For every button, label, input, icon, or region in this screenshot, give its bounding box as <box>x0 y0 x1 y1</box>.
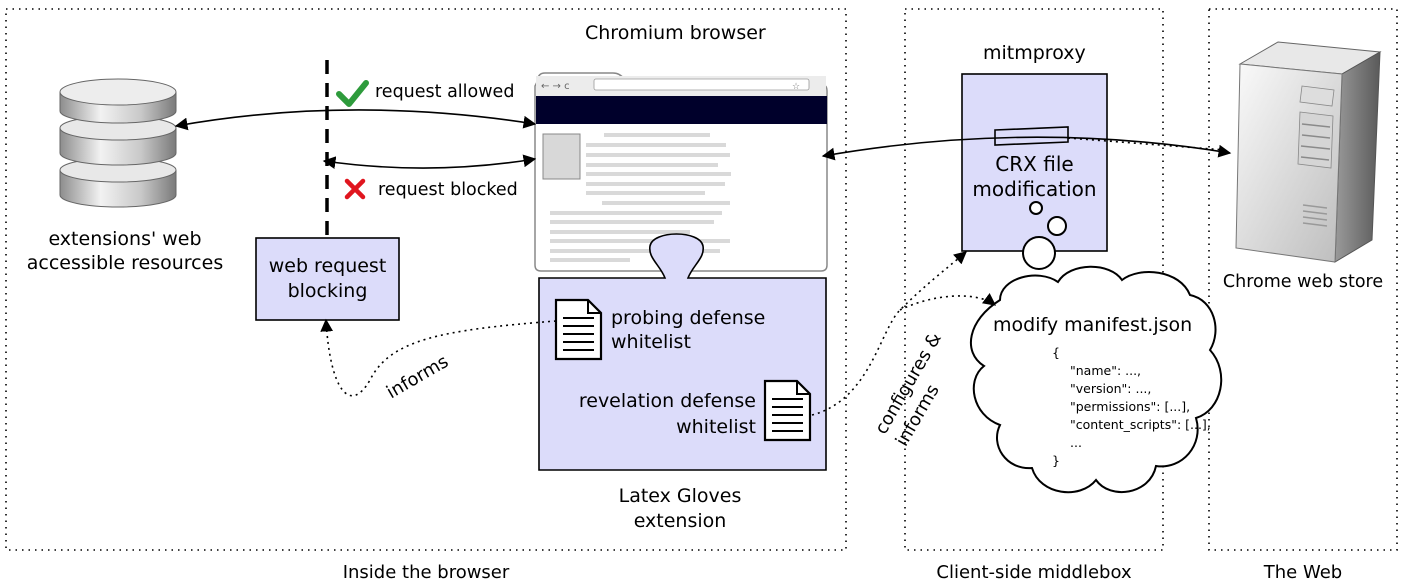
manifest-json-content: { "name": ..., "version": ..., "permissi… <box>1052 344 1211 470</box>
server-tower-icon <box>1235 41 1382 263</box>
blocking-line-2: blocking <box>287 280 368 302</box>
dotted-crx-link <box>1067 137 1226 151</box>
latex-gloves-line-2: extension <box>633 510 727 532</box>
web-accessible-resources-label: extensions' web accessible resources <box>20 227 230 275</box>
json-line: "name": ..., <box>1070 363 1142 378</box>
region-web-label: The Web <box>1263 562 1343 583</box>
arrow-request-allowed <box>174 109 537 131</box>
crx-modification-label: CRX file modification <box>964 152 1105 202</box>
chrome-web-store-label: Chrome web store <box>1222 272 1384 292</box>
web-request-blocking-box <box>255 237 400 321</box>
revelation-line-2: whitelist <box>676 416 756 438</box>
web-request-blocking-label: web request blocking <box>256 254 399 304</box>
database-icon <box>59 78 177 208</box>
region-middlebox <box>904 8 1164 551</box>
json-line: "permissions": [...], <box>1070 399 1191 414</box>
json-line: "content_scripts": [...], <box>1070 417 1211 432</box>
resources-line-2: accessible resources <box>26 252 224 274</box>
region-middlebox-label: Client-side middlebox <box>936 562 1132 583</box>
manifest-thought-cloud <box>969 265 1223 494</box>
mitmproxy-label: mitmproxy <box>983 42 1086 64</box>
document-icon <box>763 379 812 442</box>
json-line: ... <box>1070 435 1082 450</box>
modify-manifest-title: modify manifest.json <box>993 314 1193 336</box>
probing-line-2: whitelist <box>611 331 691 353</box>
revelation-whitelist-label: revelation defense whitelist <box>540 388 756 440</box>
thought-bubble-large <box>1022 236 1056 270</box>
document-icon <box>554 298 603 361</box>
latex-gloves-label: Latex Gloves extension <box>580 484 780 534</box>
blocking-line-1: web request <box>268 255 387 277</box>
json-line: "version": ..., <box>1070 381 1152 396</box>
checkmark-icon <box>336 80 369 107</box>
arrow-informs <box>320 318 557 397</box>
crx-modification-line-1: CRX file <box>995 152 1074 176</box>
svg-text:← → c: ← → c <box>541 81 570 92</box>
arrow-store-to-browser <box>821 136 1232 161</box>
cross-icon <box>344 178 366 200</box>
probing-whitelist-label: probing defense whitelist <box>611 306 765 354</box>
json-line: { <box>1052 345 1060 360</box>
request-allowed-label: request allowed <box>375 82 515 102</box>
chromium-browser-label: Chromium browser <box>585 22 766 44</box>
request-blocked-label: request blocked <box>378 180 518 200</box>
arrow-request-blocked <box>322 154 537 169</box>
crx-modification-line-2: modification <box>972 177 1097 201</box>
svg-text:☆: ☆ <box>792 82 800 92</box>
mitmproxy-box <box>961 73 1108 252</box>
latex-gloves-line-1: Latex Gloves <box>618 485 742 507</box>
revelation-line-1: revelation defense <box>578 390 756 412</box>
probing-line-1: probing defense <box>611 307 766 329</box>
region-inside-browser <box>5 8 847 551</box>
browser-window-icon: ← → c ☆ <box>534 72 828 272</box>
arrow-informs-manifest <box>899 292 997 311</box>
crx-package-icon <box>994 126 1069 146</box>
thought-bubble-small <box>1029 201 1043 215</box>
resources-line-1: extensions' web <box>48 228 202 250</box>
thought-bubble-medium <box>1047 216 1067 236</box>
region-inside-browser-label: Inside the browser <box>342 562 510 583</box>
json-line: } <box>1052 453 1060 468</box>
latex-gloves-extension-box <box>538 233 827 471</box>
